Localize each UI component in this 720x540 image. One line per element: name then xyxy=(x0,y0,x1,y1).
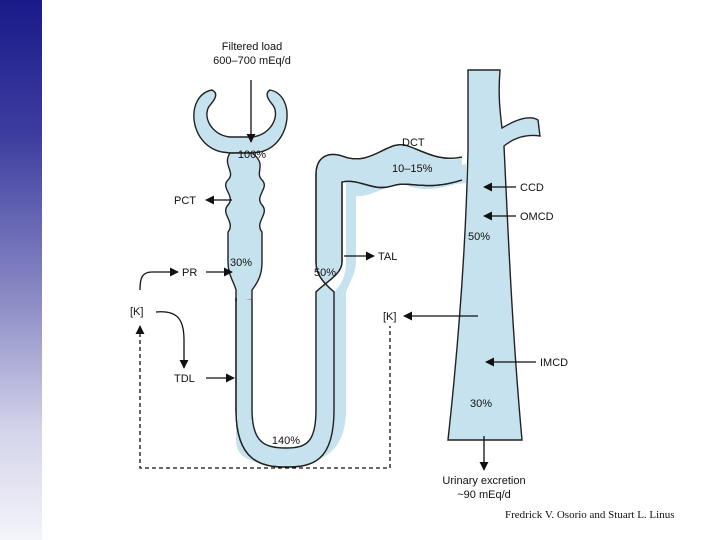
k-left-label: [K] xyxy=(130,306,143,318)
omcd-percent: 50% xyxy=(468,231,490,243)
loop-inner-outline xyxy=(251,179,463,449)
proximal-tubule xyxy=(225,152,265,301)
pct-label: PCT xyxy=(174,195,196,207)
glomerulus-percent: 100% xyxy=(238,149,266,161)
omcd-label: OMCD xyxy=(520,211,554,223)
tal-label: TAL xyxy=(378,251,397,263)
filtered-load-value: 600–700 mEq/d xyxy=(213,55,291,67)
urinary-title: Urinary excretion xyxy=(442,475,525,487)
dct-percent: 10–15% xyxy=(392,163,433,175)
imcd-label: IMCD xyxy=(540,357,568,369)
pr-label: PR xyxy=(182,267,197,279)
loop-outer-edge xyxy=(235,143,463,468)
bowmans-capsule xyxy=(193,89,288,154)
k-right-label: [K] xyxy=(383,311,396,323)
credit-text: Fredrick V. Osorio and Stuart L. Linus xyxy=(505,509,675,521)
collecting-duct xyxy=(447,69,541,441)
loop-percent: 140% xyxy=(272,435,300,447)
tal-percent: 50% xyxy=(314,267,336,279)
loop-fill xyxy=(237,145,462,466)
tdl-label: TDL xyxy=(174,373,195,385)
ccd-label: CCD xyxy=(520,182,544,194)
k-to-tdl-arrow xyxy=(155,311,189,369)
pr-feed-curve xyxy=(139,267,179,291)
loop-of-henle xyxy=(236,164,466,465)
imcd-percent: 30% xyxy=(470,398,492,410)
dct-label: DCT xyxy=(402,137,425,149)
loop-inner-edge xyxy=(251,179,463,449)
potassium-recycle-dashed xyxy=(135,325,391,469)
filtered-load-title: Filtered load xyxy=(222,41,283,53)
sidebar-gradient xyxy=(0,0,42,540)
urinary-value: ~90 mEq/d xyxy=(457,489,511,501)
pct-percent: 30% xyxy=(230,257,252,269)
